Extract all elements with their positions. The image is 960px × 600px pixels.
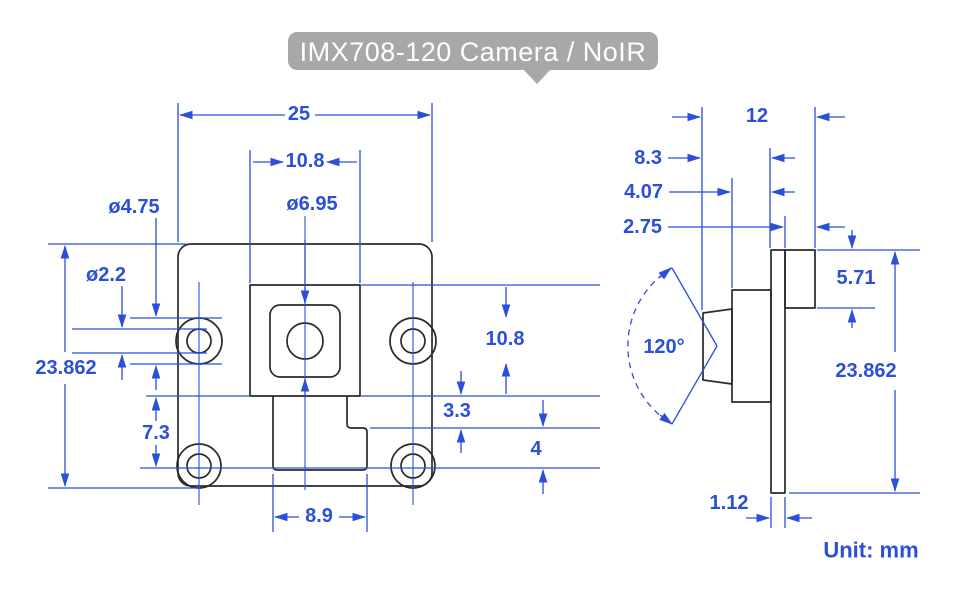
flex-neck-outline bbox=[272, 395, 368, 471]
title-banner: IMX708-120 Camera / NoIR bbox=[288, 32, 658, 84]
dim-board-width-label: 25 bbox=[288, 103, 310, 125]
page-title: IMX708-120 Camera / NoIR bbox=[300, 37, 647, 67]
dim-board-height-label: 23.862 bbox=[35, 357, 96, 379]
dim-hole-outer-label: ø4.75 bbox=[108, 196, 159, 218]
dim-hole-edge-label: 4 bbox=[530, 438, 542, 460]
dim-lens-dia-label: ø6.95 bbox=[286, 193, 337, 215]
dim-sensor-height-label: 10.8 bbox=[486, 328, 525, 350]
lens-holder-side bbox=[731, 289, 772, 403]
dim-total-depth-label: 12 bbox=[746, 105, 768, 127]
dim-lens-square-label: 10.8 bbox=[286, 150, 325, 172]
side-view-outline bbox=[702, 249, 816, 494]
dim-connector-height-label: 5.71 bbox=[837, 267, 876, 289]
dim-flex-offset-label: 7.3 bbox=[142, 422, 170, 444]
banner-pointer-icon bbox=[523, 69, 551, 84]
fov-ray bbox=[671, 267, 718, 347]
unit-label: Unit: mm bbox=[823, 538, 918, 563]
fov-ray bbox=[671, 345, 718, 425]
dim-fov-angle-label: 120° bbox=[643, 336, 684, 358]
banner-background bbox=[288, 32, 658, 70]
front-view-dimensions: 25 10.8 ø4.75 ø2.2 ø6.95 23.862 7.3 8.9 … bbox=[33, 101, 600, 532]
dim-step-height-label: 3.3 bbox=[443, 400, 471, 422]
dim-pcb-thickness-label: 1.12 bbox=[710, 492, 749, 514]
dim-connector-depth-label: 2.75 bbox=[623, 216, 662, 238]
dim-hole-inner-label: ø2.2 bbox=[86, 264, 126, 286]
pcb-side bbox=[770, 249, 786, 494]
side-view-dimensions: 12 8.3 4.07 2.75 5.71 23.862 1.12 120° bbox=[621, 103, 920, 528]
fov-arc bbox=[627, 267, 673, 425]
dim-holder-depth-label: 4.07 bbox=[624, 181, 663, 203]
lens-barrel-side bbox=[702, 308, 733, 385]
dim-flex-width-label: 8.9 bbox=[305, 505, 333, 527]
connector-block bbox=[784, 249, 816, 309]
dim-lens-front-label: 8.3 bbox=[634, 147, 662, 169]
front-view-outline bbox=[175, 243, 437, 489]
dim-side-height-label: 23.862 bbox=[835, 360, 896, 382]
